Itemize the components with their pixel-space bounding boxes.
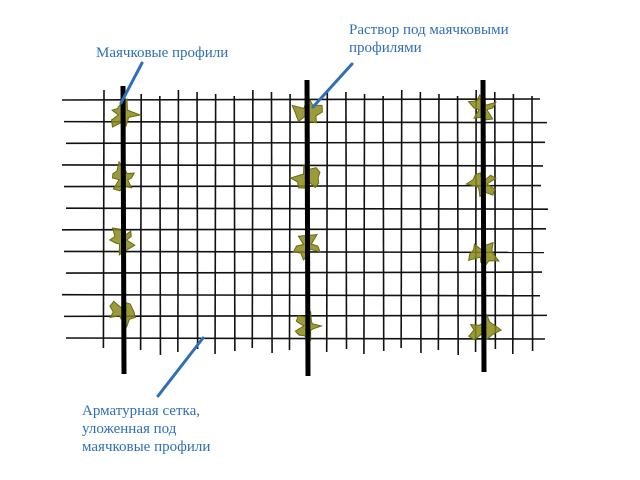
mesh-horizontal-wire <box>65 271 543 274</box>
label-mortar: Раствор под маячковыми профилями <box>349 21 509 57</box>
mesh-vertical-wire <box>511 93 515 355</box>
pointer-beacon-profiles <box>119 61 144 105</box>
label-mesh-line-3: маячковые профили <box>82 439 211 455</box>
mesh-vertical-wire <box>325 89 329 353</box>
mesh-vertical-wire <box>233 95 236 352</box>
mesh-vertical-wire <box>288 93 291 351</box>
label-mesh-line-2: уложенная под <box>82 421 177 437</box>
mesh-vertical-wire <box>345 91 348 350</box>
mesh-vertical-wire <box>177 89 180 353</box>
label-beacon-profiles-text: Маячковые профили <box>96 45 229 61</box>
mesh-vertical-wire <box>139 93 143 351</box>
label-beacon-profiles: Маячковые профили <box>96 44 228 62</box>
mesh-horizontal-wire <box>61 228 547 231</box>
mesh-vertical-wire <box>474 89 477 353</box>
mortar-dab <box>110 97 142 128</box>
mesh-vertical-wire <box>531 95 534 352</box>
mesh-vertical-wire <box>400 89 403 349</box>
label-mesh-line-1: Арматурная сетка, <box>82 403 200 419</box>
beacon-profile <box>120 85 127 375</box>
mesh-vertical-wire <box>456 95 459 356</box>
pointer-mortar <box>311 62 354 109</box>
mesh-horizontal-wire <box>61 164 544 167</box>
mesh-vertical-wire <box>159 95 162 356</box>
mesh-horizontal-wire <box>61 98 541 101</box>
mesh-vertical-wire <box>270 91 273 354</box>
mesh-vertical-wire <box>251 89 254 349</box>
beacon-profiles <box>120 79 487 377</box>
mesh-vertical-wire <box>382 95 385 352</box>
pointer-lines <box>119 61 354 398</box>
mesh-horizontal-wire <box>61 293 541 297</box>
mesh-vertical-wire <box>419 91 422 354</box>
mesh-vertical-wire <box>196 91 199 350</box>
mesh-vertical-wire <box>493 91 497 350</box>
label-reinforcement-mesh: Арматурная сетка, уложенная под маячковы… <box>82 402 210 456</box>
label-mortar-line-2: профилями <box>349 40 422 56</box>
mesh-vertical-wire <box>437 93 440 351</box>
mesh-vertical-wire <box>214 93 217 355</box>
mesh-vertical-wire <box>102 89 105 349</box>
label-mortar-line-1: Раствор под маячковыми <box>349 22 509 38</box>
mesh-vertical-wire <box>363 93 366 355</box>
pointer-mesh <box>156 336 205 398</box>
beacon-profile <box>480 79 487 373</box>
beacon-profile <box>304 79 311 377</box>
